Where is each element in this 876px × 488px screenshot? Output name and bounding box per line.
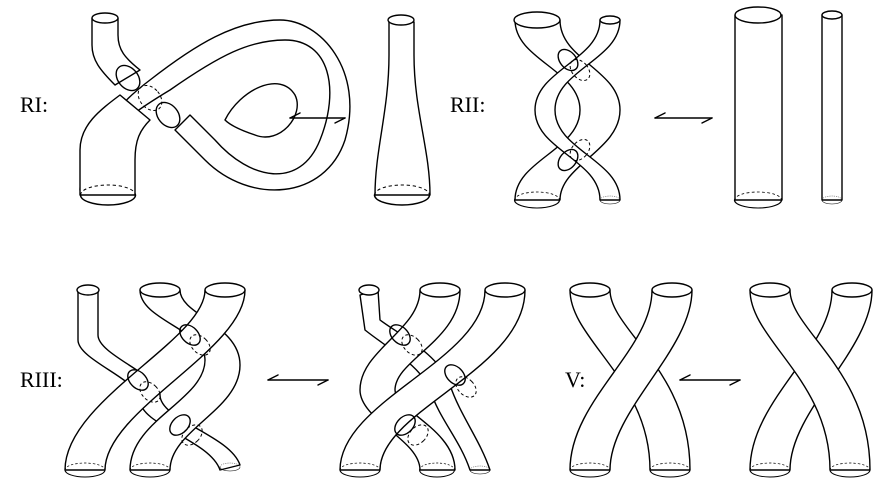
move-ri-group: RI: [20, 12, 431, 206]
v-arrow [679, 374, 741, 386]
rii-top-a [513, 11, 561, 29]
rii-top-b [599, 15, 621, 25]
label-v: V: [565, 367, 585, 392]
ri-top-opening [91, 12, 119, 24]
move-v-group: V: [565, 282, 873, 478]
move-rii-group: RII: [450, 6, 843, 209]
ri-lower-stem [79, 94, 151, 196]
label-rii: RII: [450, 92, 485, 117]
ri-tube-body [374, 21, 431, 196]
riii-arrow [267, 374, 329, 386]
ri-straight-tube [373, 14, 431, 206]
v-left-crossing [569, 282, 693, 478]
rii-straight-thin [821, 14, 843, 201]
ri-knotted-tube [79, 12, 351, 206]
ri-loop-body [79, 19, 351, 191]
rii-straight-wide [734, 14, 783, 201]
move-riii-group: RIII: [20, 282, 526, 478]
ri-upper-tube [91, 17, 141, 86]
rii-arrow [654, 112, 713, 124]
ri-arrow [289, 112, 346, 124]
rii-straight-tubes [733, 6, 843, 209]
rii-braided-tubes [513, 11, 621, 209]
v-right-crossing [749, 282, 873, 478]
riii-right-braid [339, 282, 526, 478]
label-ri: RI: [20, 92, 48, 117]
v-left-tube-2 [569, 289, 693, 471]
ri-loop-hole [224, 83, 298, 138]
ri-tube-top [387, 14, 415, 26]
riii-left-braid [64, 282, 246, 478]
label-riii: RIII: [20, 367, 63, 392]
